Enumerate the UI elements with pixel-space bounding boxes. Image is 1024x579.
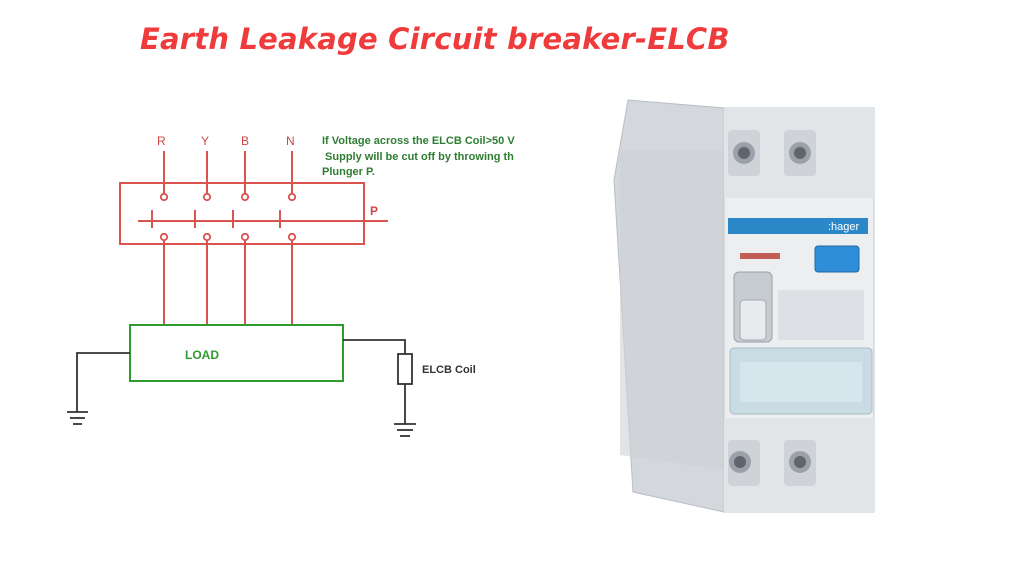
outgoing-wires — [163, 240, 293, 325]
lower-terminals — [159, 232, 297, 242]
switch-contacts — [151, 210, 281, 228]
plunger-label: P — [370, 204, 378, 218]
upper-terminals — [159, 192, 297, 202]
load-earth-ground — [67, 352, 130, 425]
load-box — [129, 324, 344, 382]
phase-label-b: B — [241, 134, 249, 148]
note-line-2: Supply will be cut off by throwing th — [322, 151, 514, 163]
note-line-1: If Voltage across the ELCB Coil>50 V — [322, 135, 515, 147]
breaker-enclosure — [119, 182, 365, 245]
phase-label-y: Y — [201, 134, 209, 148]
elcb-coil-branch — [343, 339, 416, 437]
load-label: LOAD — [185, 348, 219, 362]
toggle-lever — [739, 299, 767, 341]
note-line-3: Plunger P. — [322, 166, 375, 178]
page-title: Earth Leakage Circuit breaker-ELCB — [140, 22, 730, 56]
incoming-wires — [163, 151, 293, 194]
phase-label-n: N — [286, 134, 295, 148]
test-button — [814, 245, 860, 273]
phase-label-r: R — [157, 134, 166, 148]
elcb-device-image: :hager — [613, 99, 875, 513]
brand-logo: :hager — [828, 221, 860, 233]
elcb-coil-label: ELCB Coil — [422, 364, 476, 376]
